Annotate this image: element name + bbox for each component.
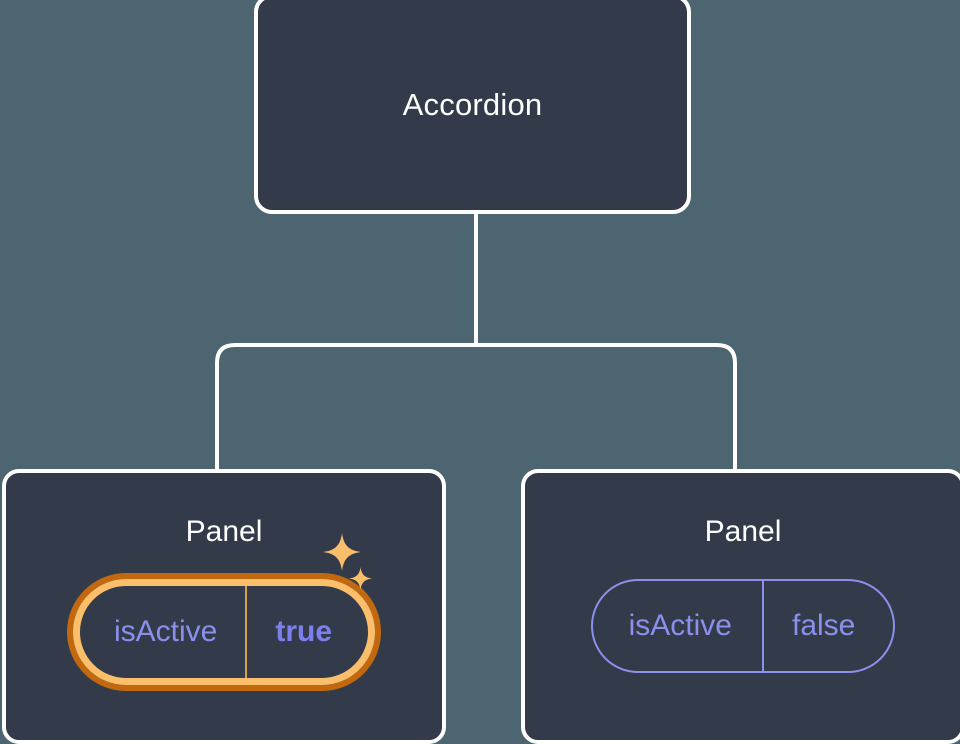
prop-pill-isactive[interactable]: isActive true <box>72 579 376 685</box>
tree-node-accordion[interactable]: Accordion <box>254 0 691 214</box>
tree-node-panel-inactive[interactable]: Panel isActive false <box>521 469 960 744</box>
sparkle-large-icon <box>323 533 362 571</box>
tree-node-panel-active[interactable]: Panel isActive true <box>2 469 446 744</box>
connector-branch-left <box>215 343 476 471</box>
prop-value: false <box>761 581 893 671</box>
prop-key: isActive <box>113 615 218 648</box>
prop-pill-isactive[interactable]: isActive false <box>590 579 896 673</box>
prop-pill-wrapper: isActive false <box>590 579 896 673</box>
prop-key: isActive <box>628 609 732 642</box>
node-title: Panel <box>185 515 263 548</box>
connector-branch-right <box>476 343 737 471</box>
node-title: Accordion <box>402 86 543 122</box>
prop-pill-wrapper: isActive true <box>72 533 376 685</box>
node-title: Panel <box>704 515 782 548</box>
prop-value: true <box>245 586 368 678</box>
